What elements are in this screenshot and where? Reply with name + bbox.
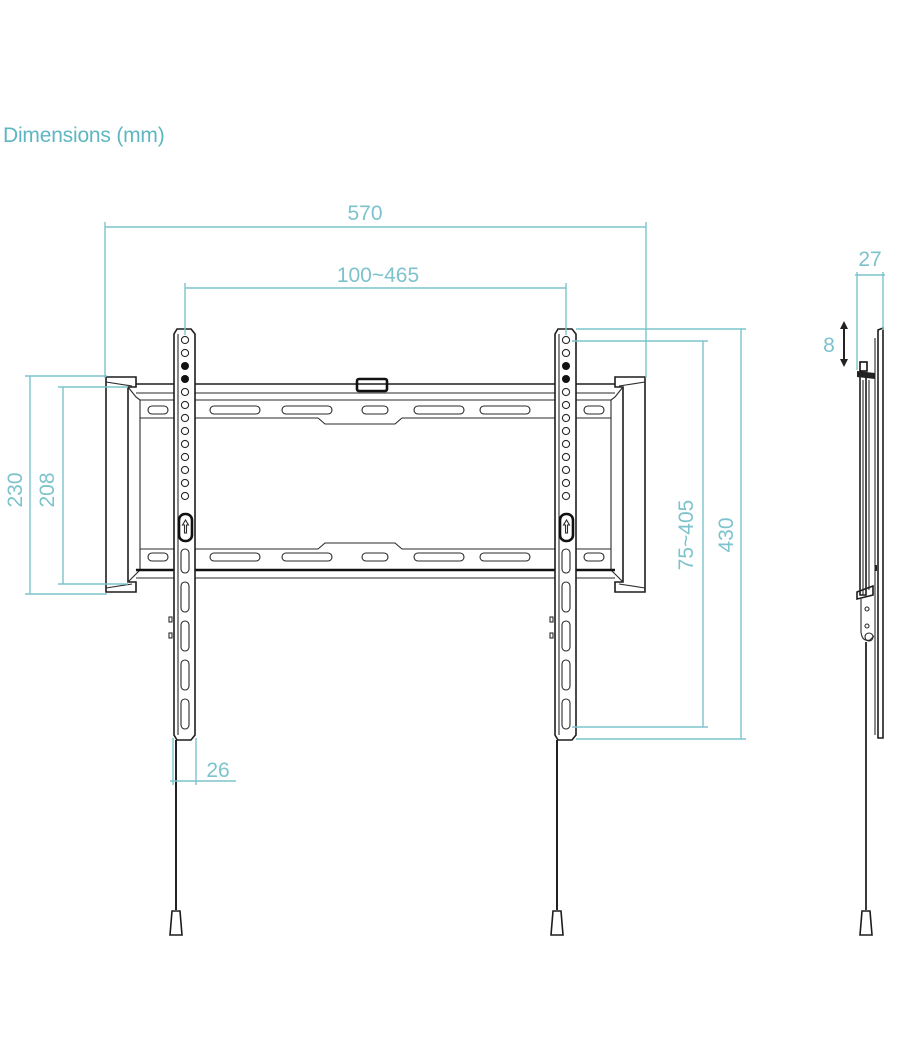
dim-overall-width: 570 bbox=[104, 202, 647, 378]
side-view: 27 8 bbox=[823, 248, 885, 936]
dim-label-plate-height: 230 bbox=[4, 472, 27, 507]
dim-label-plate-inner-height: 208 bbox=[36, 472, 59, 507]
dim-vesa-vertical: 75~405 bbox=[572, 340, 708, 728]
wall-plate-right-cap bbox=[610, 376, 646, 593]
right-tv-arm bbox=[549, 328, 577, 741]
dim-vertical-adjust: 8 bbox=[823, 321, 848, 367]
dim-label-depth: 27 bbox=[858, 248, 881, 271]
arrow-down-icon bbox=[840, 359, 848, 367]
dim-vesa-horizontal: 100~465 bbox=[184, 264, 567, 335]
dim-label-overall-width: 570 bbox=[347, 202, 382, 225]
wall-plate-left-cap bbox=[105, 376, 141, 593]
dim-label-arm-height: 430 bbox=[715, 517, 738, 552]
rail-slots-top bbox=[147, 405, 605, 415]
dim-plate-height: 230 bbox=[4, 375, 107, 595]
left-tv-arm bbox=[168, 328, 196, 741]
dim-plate-inner-height: 208 bbox=[36, 386, 128, 585]
dim-label-vesa-horizontal: 100~465 bbox=[337, 264, 419, 287]
rail-slots-bottom bbox=[147, 552, 605, 562]
dim-label-vertical-adjust: 8 bbox=[823, 334, 835, 357]
dim-depth: 27 bbox=[855, 248, 885, 370]
dim-arm-height: 430 bbox=[576, 328, 746, 740]
dim-arm-width: 26 bbox=[170, 738, 236, 785]
wall-plate-rails bbox=[136, 377, 615, 579]
dim-label-vesa-vertical: 75~405 bbox=[675, 500, 698, 571]
dim-label-arm-width: 26 bbox=[206, 759, 229, 782]
arrow-up-icon bbox=[840, 321, 848, 329]
front-view: 570 100~465 230 208 75~405 bbox=[4, 202, 746, 936]
pull-cords bbox=[169, 740, 564, 936]
diagram-title: Dimensions (mm) bbox=[3, 124, 165, 147]
